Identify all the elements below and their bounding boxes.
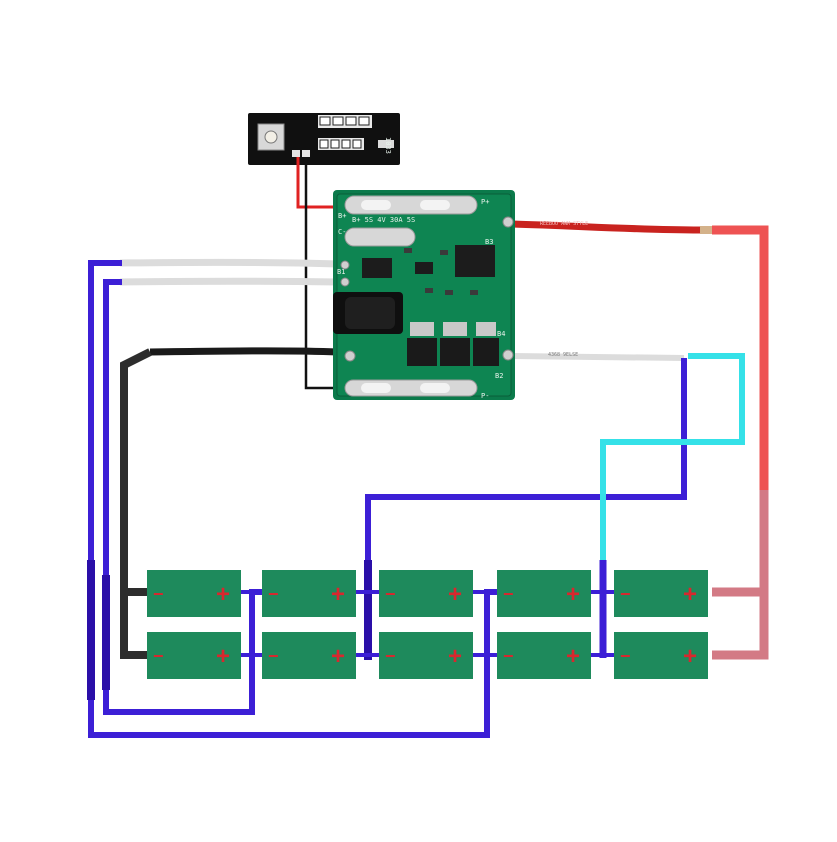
cell-negative: − (620, 584, 631, 604)
red-wire-top (712, 225, 769, 490)
white-lead-right (511, 353, 685, 361)
pad-label-b2: B2 (495, 372, 503, 380)
white-lead-1 (119, 258, 339, 268)
cell: − + (262, 570, 356, 617)
cell-positive: + (216, 643, 230, 670)
led-4 (358, 116, 370, 126)
cell: − + (497, 632, 591, 679)
cell: − + (379, 632, 473, 679)
button-icon[interactable] (264, 130, 278, 144)
bms-board: B+ 5S 4V 30A 5S P+ B+ B1 B2 B3 B4 P- C- (333, 190, 515, 400)
red-wire-print: REEBOO AWM STYLE (540, 221, 588, 227)
cell: − + (147, 632, 241, 679)
mosfet-2 (440, 338, 470, 366)
bms-ic (455, 245, 495, 277)
cell-negative: − (503, 646, 514, 666)
cell-positive: + (683, 581, 697, 608)
pad-label-cminus: C- (338, 228, 346, 236)
cell-positive: + (216, 581, 230, 608)
pad-label-bplus: B+ (338, 212, 346, 220)
white-wire-print: 4368 9ELSE (548, 352, 578, 358)
pad-top-small (344, 227, 416, 247)
white-lead-2 (119, 277, 339, 286)
cyan-wire-b4 (600, 353, 745, 560)
black-wire-b-minus (120, 348, 152, 659)
cell: − + (262, 632, 356, 679)
cell-positive: + (331, 581, 345, 608)
cell-negative: − (385, 584, 396, 604)
pad-label-pminus: P- (481, 392, 489, 400)
pad-label-b3: B3 (485, 238, 493, 246)
black-lead (149, 347, 339, 356)
indicator-board-label: 1033 (384, 137, 392, 154)
pink-wire-bottom (712, 490, 769, 660)
cell-positive: + (331, 643, 345, 670)
cell-negative: − (268, 584, 279, 604)
cell: − + (379, 570, 473, 617)
cell-negative: − (385, 646, 396, 666)
cell-positive: + (566, 643, 580, 670)
led-2 (332, 116, 344, 126)
mosfet-1 (407, 338, 437, 366)
cell: − + (147, 570, 241, 617)
cell-negative: − (153, 646, 164, 666)
cell: − + (614, 570, 708, 617)
pad-label-b1: B1 (337, 268, 345, 276)
cell: − + (497, 570, 591, 617)
cell-positive: + (566, 581, 580, 608)
indicator-black-wire (304, 157, 345, 390)
cell-negative: − (268, 646, 279, 666)
pad-label-pplus: P+ (481, 198, 489, 206)
pad-label-b4: B4 (497, 330, 505, 338)
cell-negative: − (620, 646, 631, 666)
led-3 (345, 116, 357, 126)
cell-negative: − (153, 584, 164, 604)
battery-pack: − + − + − + − + − + − + (147, 570, 708, 679)
cell: − + (614, 632, 708, 679)
cell-negative: − (503, 584, 514, 604)
cell-positive: + (448, 581, 462, 608)
silk-top: B+ 5S 4V 30A 5S (352, 216, 415, 224)
indicator-red-wire (296, 157, 338, 209)
indicator-board: 1033 (248, 113, 400, 165)
led-1 (319, 116, 331, 126)
cell-positive: + (448, 643, 462, 670)
cell-positive: + (683, 643, 697, 670)
p-plus-red-lead (511, 220, 701, 234)
cell-connectors (241, 590, 614, 657)
mosfet-3 (473, 338, 499, 366)
